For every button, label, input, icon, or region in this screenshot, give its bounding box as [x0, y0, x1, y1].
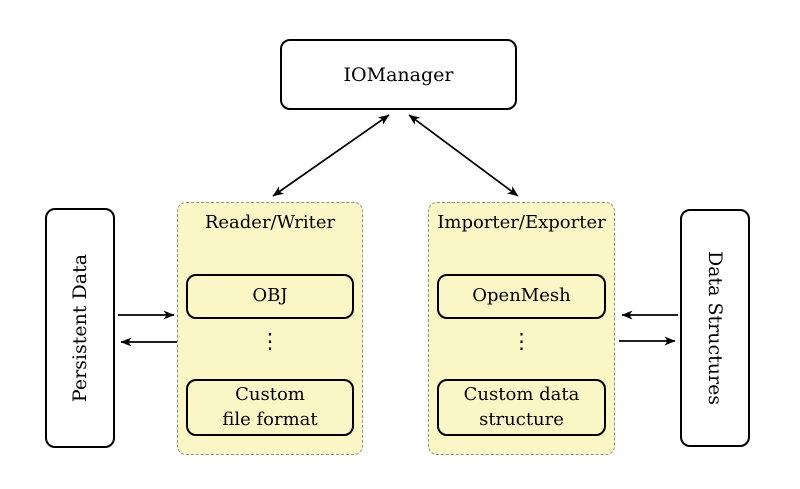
group-reader-writer: Reader/Writer OBJ ⋮ Custom file format [177, 202, 363, 455]
importer-exporter-title: Importer/Exporter [437, 212, 606, 233]
persistent-data-label: Persistent Data [69, 253, 91, 403]
obj-label: OBJ [252, 285, 288, 307]
vertical-ellipsis: ⋮ [259, 329, 281, 353]
node-iomanager: IOManager [280, 39, 517, 110]
node-persistent-data: Persistent Data [45, 208, 115, 448]
data-structures-label: Data Structures [704, 250, 726, 406]
node-data-structures: Data Structures [680, 209, 750, 447]
openmesh-label: OpenMesh [472, 285, 571, 307]
node-obj: OBJ [186, 274, 354, 319]
node-custom-file-format: Custom file format [186, 379, 354, 436]
reader-writer-title: Reader/Writer [204, 212, 336, 233]
iomanager-label: IOManager [343, 63, 454, 86]
custom-file-format-label: Custom file format [222, 384, 318, 430]
arrow-iomanager-importerexporter [408, 114, 519, 197]
node-openmesh: OpenMesh [437, 274, 606, 319]
vertical-ellipsis: ⋮ [511, 329, 532, 353]
arrow-iomanager-readerwriter [272, 114, 390, 197]
custom-data-structure-label: Custom data structure [463, 384, 580, 430]
node-custom-data-structure: Custom data structure [437, 379, 606, 436]
group-importer-exporter: Importer/Exporter OpenMesh ⋮ Custom data… [428, 202, 615, 455]
